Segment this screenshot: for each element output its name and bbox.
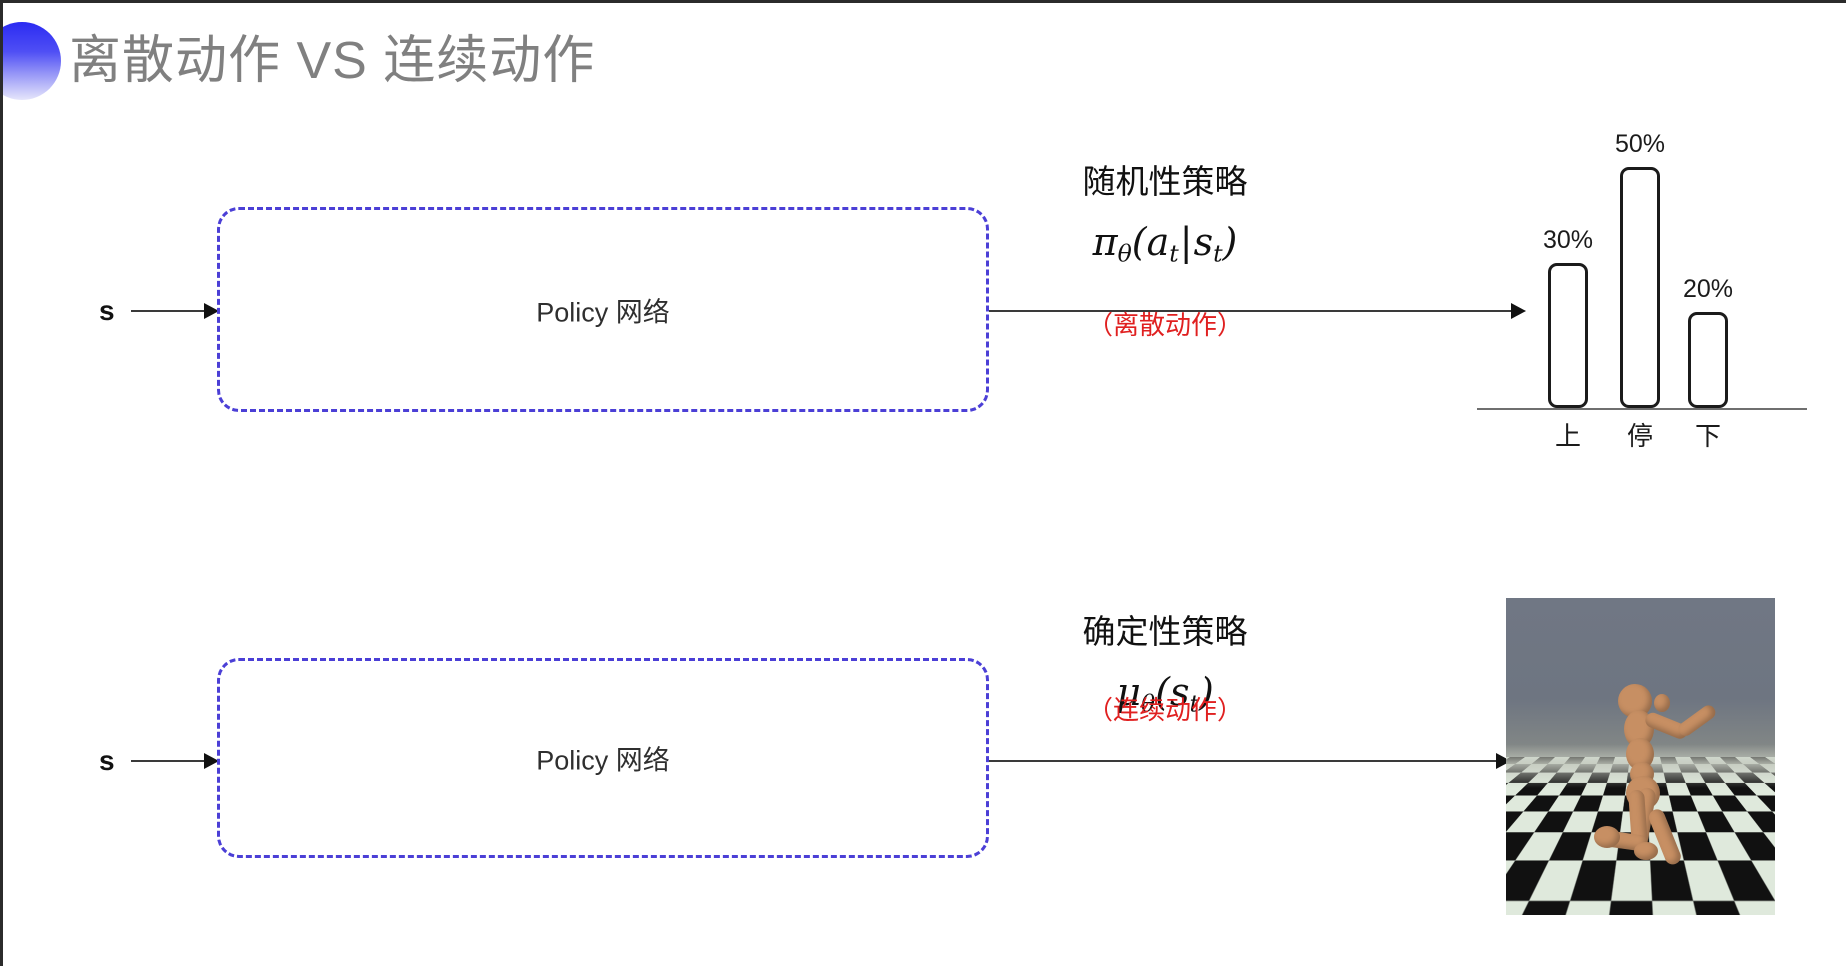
humanoid-simulation-image <box>1506 598 1775 915</box>
page-title: 离散动作 VS 连续动作 <box>69 24 595 98</box>
action-probability-bar-chart: 30% 上 50% 停 20% 下 <box>1477 95 1807 445</box>
input-arrow-continuous <box>131 760 217 762</box>
policy-type-heading-continuous: 确定性策略 <box>1025 605 1305 653</box>
state-label-continuous: s <box>99 745 115 777</box>
bar-value-label-2: 20% <box>1677 275 1739 304</box>
bar-category-label-2: 下 <box>1677 416 1739 453</box>
policy-network-box-continuous[interactable]: Policy 网络 <box>217 658 989 858</box>
bar-category-label-1: 停 <box>1609 416 1671 453</box>
input-arrow-discrete <box>131 310 217 312</box>
chart-baseline-axis <box>1477 408 1807 410</box>
title-decoration-icon <box>0 22 61 100</box>
output-arrow-continuous <box>989 760 1509 762</box>
annotation-discrete: 随机性策略 πθ(at|st) <box>1025 155 1305 269</box>
state-label-discrete: s <box>99 295 115 327</box>
policy-network-label-continuous: Policy 网络 <box>220 739 986 778</box>
humanoid-foot-front <box>1634 842 1658 860</box>
bar-slot-2[interactable]: 20% 下 <box>1677 312 1739 408</box>
bar-slot-1[interactable]: 50% 停 <box>1609 167 1671 408</box>
bar-category-label-0: 上 <box>1537 416 1599 453</box>
policy-formula-discrete: πθ(at|st) <box>1025 219 1305 269</box>
policy-type-heading-discrete: 随机性策略 <box>1025 155 1305 203</box>
policy-network-box-discrete[interactable]: Policy 网络 <box>217 207 989 412</box>
bar-rect-1[interactable] <box>1620 167 1660 408</box>
policy-network-label-discrete: Policy 网络 <box>220 290 986 329</box>
humanoid-foot-back <box>1594 826 1620 848</box>
bar-rect-0[interactable] <box>1548 263 1588 408</box>
bar-slot-0[interactable]: 30% 上 <box>1537 263 1599 408</box>
action-type-note-continuous: （连续动作） <box>1025 690 1305 727</box>
bar-value-label-0: 30% <box>1537 226 1599 255</box>
humanoid-hand <box>1654 694 1670 712</box>
action-type-note-discrete: （离散动作） <box>1025 305 1305 342</box>
bar-value-label-1: 50% <box>1609 130 1671 159</box>
bar-rect-2[interactable] <box>1688 312 1728 408</box>
